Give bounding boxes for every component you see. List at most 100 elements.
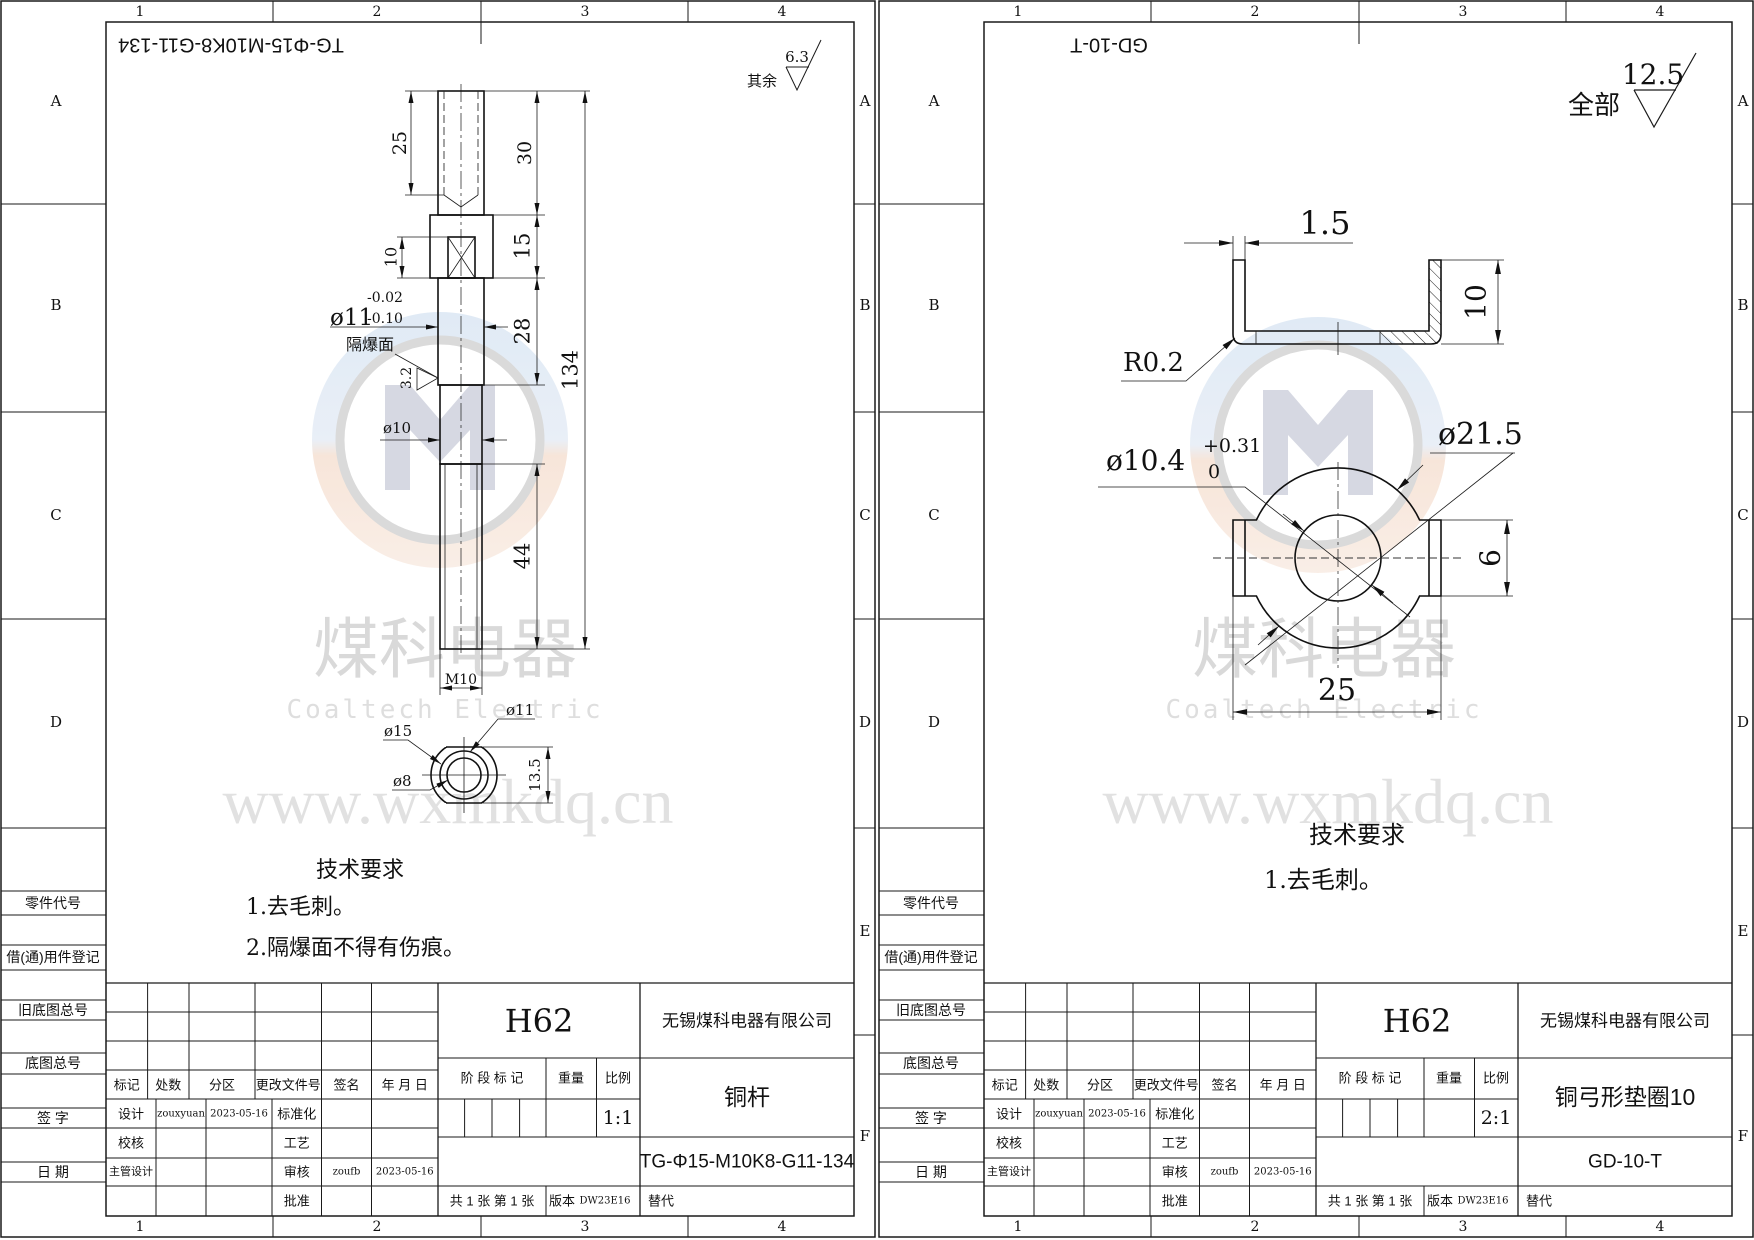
chief-design-label: 主管设计 xyxy=(987,1164,1031,1178)
revision-header: 签名 xyxy=(333,1078,359,1093)
watermark-cn: 煤科电器 xyxy=(1192,611,1456,688)
ruler-row-label: B xyxy=(50,296,61,314)
ruler-row-label: B xyxy=(859,296,870,314)
side-strip-label: 借(通)用件登记 xyxy=(884,949,977,965)
washer-section-view xyxy=(1232,259,1442,355)
ruler-row-label: D xyxy=(859,713,871,731)
design-label: 设计 xyxy=(118,1107,144,1122)
side-strip-label: 旧底图总号 xyxy=(896,1002,966,1018)
part-name: 铜弓形垫圈10 xyxy=(1555,1084,1696,1110)
revision-header: 更改文件号 xyxy=(256,1078,321,1093)
ruler-row-label: E xyxy=(860,922,871,940)
dim-overall-width: 25 xyxy=(1318,673,1356,708)
ruler-column-label: 4 xyxy=(1656,1219,1665,1235)
dim-hole-tol-lower: 0 xyxy=(1208,461,1220,483)
dim-hex-length: 15 xyxy=(511,233,535,260)
ruler-row-label: D xyxy=(50,713,62,731)
part-name: 铜杆 xyxy=(724,1084,770,1110)
dim-hole-tol-upper: +0.31 xyxy=(1203,435,1261,457)
dim-hole-dia: ø10.4 xyxy=(1106,444,1185,477)
watermark-en: Coaltech Electric xyxy=(286,695,603,725)
ruler-column-label: 1 xyxy=(136,1219,145,1235)
watermark: 煤科电器 Coaltech Electric www.wxmkdq.cn xyxy=(223,312,673,837)
dim-neck-dia: ø10 xyxy=(383,419,411,437)
check-label: 校核 xyxy=(996,1136,1022,1151)
roughness-symbol: 12.5 全部 xyxy=(1568,52,1697,129)
scale-value: 2:1 xyxy=(1481,1107,1512,1129)
chief-design-label: 主管设计 xyxy=(109,1164,153,1178)
ruler-row-label: F xyxy=(860,1127,870,1145)
tech-requirements-title: 技术要求 xyxy=(316,858,404,883)
stage-label: 阶 段 标 记 xyxy=(461,1071,524,1086)
ruler-row-label: E xyxy=(1738,922,1749,940)
reviewer-name: zoufb xyxy=(1211,1167,1239,1178)
ruler-row-label: A xyxy=(1737,92,1749,110)
weight-label: 重量 xyxy=(558,1071,584,1086)
dim-square-hole: 10 xyxy=(382,247,401,267)
sheet-count: 共 1 张 第 1 张 xyxy=(1328,1194,1413,1209)
rod-dimensions: 25 10 30 15 28 44 134 ø11 -0.02 -0.10 隔爆… xyxy=(330,90,590,695)
dim-seal-tol-lower: -0.10 xyxy=(367,311,403,327)
ruler-column-label: 3 xyxy=(581,4,590,20)
version-value: DW23E16 xyxy=(579,1196,630,1207)
standardization-label: 标准化 xyxy=(1155,1107,1194,1122)
material-value: H62 xyxy=(1383,1002,1452,1040)
roughness-value: 12.5 xyxy=(1622,58,1684,91)
ruler-row-label: A xyxy=(859,92,871,110)
ruler-column-label: 4 xyxy=(778,4,787,20)
ruler-row-label: C xyxy=(859,506,870,524)
tech-requirement-item: 1.去毛刺。 xyxy=(246,895,355,920)
ruler-column-label: 3 xyxy=(1459,4,1468,20)
ruler-column-label: 4 xyxy=(1656,4,1665,20)
side-strip-label: 签 字 xyxy=(915,1110,947,1126)
side-strip-label: 旧底图总号 xyxy=(18,1002,88,1018)
side-strip-label: 零件代号 xyxy=(25,895,81,911)
roughness-symbol: 6.3 其余 xyxy=(747,39,822,92)
dim-outer-dia: ø21.5 xyxy=(1438,417,1523,452)
drawing-number: GD-10-T xyxy=(1588,1152,1662,1173)
stamp-code-inverted: GD-10-T xyxy=(1070,34,1148,56)
replace-label: 替代 xyxy=(1526,1194,1552,1209)
approve-label: 批准 xyxy=(284,1194,310,1209)
washer-plan-dimensions: ø21.5 ø10.4 +0.31 0 9 25 xyxy=(1098,417,1523,720)
revision-header: 标记 xyxy=(992,1078,1018,1093)
replace-label: 替代 xyxy=(648,1194,674,1209)
revision-header: 年 月 日 xyxy=(1260,1078,1306,1093)
revision-header: 处数 xyxy=(155,1078,181,1093)
check-label: 校核 xyxy=(118,1136,144,1151)
roughness-value: 6.3 xyxy=(785,48,809,66)
ruler-row-label: D xyxy=(928,713,940,731)
process-label: 工艺 xyxy=(1162,1136,1188,1151)
review-label: 审核 xyxy=(284,1165,310,1180)
roughness-label: 其余 xyxy=(747,72,777,90)
dim-seal-length: 28 xyxy=(511,318,535,345)
side-strip-label: 日 期 xyxy=(37,1164,69,1180)
revision-header: 标记 xyxy=(114,1078,140,1093)
dim-bend-radius: R0.2 xyxy=(1123,348,1184,378)
seal-surface-label: 隔爆面 xyxy=(346,335,394,354)
approve-label: 批准 xyxy=(1162,1194,1188,1209)
sheet-svg: 煤科电器 Coaltech Electric www.wxmkdq.cn 112… xyxy=(0,0,876,1238)
review-date: 2023-05-16 xyxy=(376,1167,434,1178)
dim-seal-dia: ø11 xyxy=(330,305,373,331)
ruler-row-label: C xyxy=(1737,506,1748,524)
watermark-url: www.wxmkdq.cn xyxy=(1103,766,1554,837)
company-name: 无锡煤科电器有限公司 xyxy=(662,1012,832,1031)
ruler-column-label: 2 xyxy=(1251,4,1260,20)
stamp-code-inverted: TG-Φ15-M10K8-G11-134 xyxy=(118,34,344,56)
weight-label: 重量 xyxy=(1436,1071,1462,1086)
revision-header: 分区 xyxy=(209,1078,235,1093)
ruler-column-label: 2 xyxy=(1251,1219,1260,1235)
tech-requirements-title: 技术要求 xyxy=(1309,821,1405,849)
ruler-column-label: 4 xyxy=(778,1219,787,1235)
dim-hex-dia: ø15 xyxy=(384,722,412,740)
scale-label: 比例 xyxy=(1483,1071,1509,1086)
review-date: 2023-05-16 xyxy=(1254,1167,1312,1178)
dim-height: 10 xyxy=(1460,284,1493,320)
scale-label: 比例 xyxy=(605,1071,631,1086)
